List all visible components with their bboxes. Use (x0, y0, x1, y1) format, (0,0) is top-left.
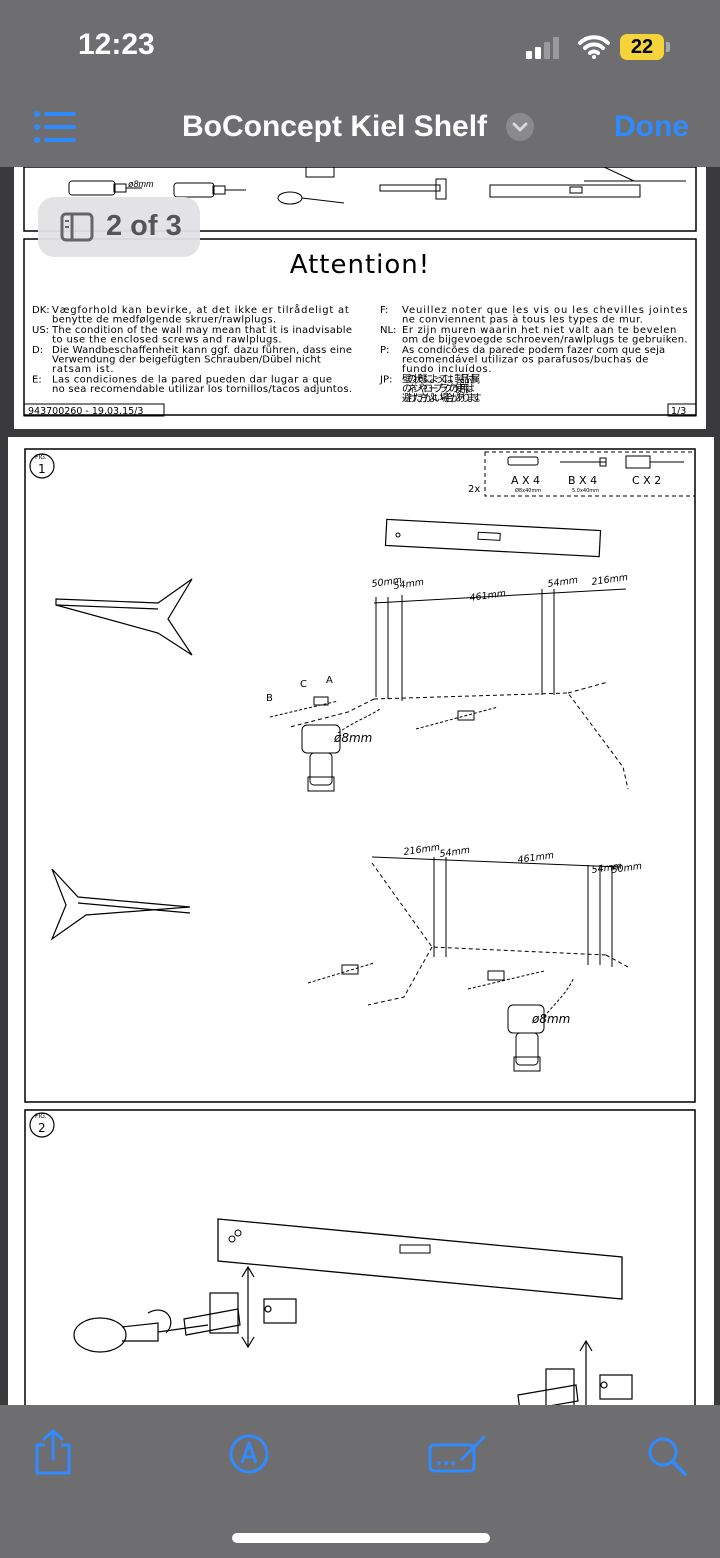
svg-text:B: B (266, 693, 273, 704)
status-time: 12:23 (78, 28, 155, 61)
svg-text:ø8mm: ø8mm (333, 731, 372, 745)
fig2-badge (29, 1112, 55, 1138)
note-line: のネジやロープラグの使用は (402, 382, 475, 395)
note-code: E: (32, 375, 42, 386)
note-line: Vægforhold kan bevirke, at det ikke er t… (52, 303, 349, 316)
note-code: P: (380, 345, 389, 356)
hardware-label: A X 4 (511, 474, 540, 487)
note-line: recomendável utilizar os parafusos/bucha… (402, 354, 648, 366)
document-title[interactable]: BoConcept Kiel Shelf (182, 110, 488, 143)
shelf-icon-bottom (50, 868, 191, 941)
doc-number: 943700260 - 19.03.15/3 (28, 406, 143, 417)
note-line: ratsam ist. (52, 364, 114, 375)
svg-text:2: 2 (38, 1121, 46, 1135)
note-line: Er zijn muren waarin het niet valt aan t… (402, 325, 676, 336)
note-line: Las condiciones de la pared pueden dar l… (52, 375, 332, 386)
hardware-box (484, 451, 696, 497)
svg-text:C: C (300, 679, 307, 690)
note-code: D: (32, 345, 43, 356)
title-menu-button[interactable] (506, 113, 534, 141)
note-line: Veuillez noter que les vis ou les chevil… (402, 305, 688, 316)
note-line: no sea recomendable utilizar los tornill… (52, 384, 352, 395)
dimension-label: 216mm (403, 842, 441, 858)
dimension-label: 54mm (591, 861, 623, 876)
bracket-icon (625, 455, 651, 469)
dimension-label: 50mm (371, 575, 403, 590)
svg-text:FIG.: FIG. (35, 454, 47, 461)
note-code: DK: (32, 305, 50, 316)
document-viewer[interactable]: ø8mm Attention! DK:Vægforhold kan bevirk… (0, 167, 720, 1405)
fig1-badge (29, 453, 55, 479)
note-line: The condition of the wall may mean that … (51, 325, 352, 336)
hardware-label: C X 2 (632, 474, 661, 487)
battery-tip (666, 42, 670, 52)
note-line: Die Wandbeschaffenheit kann ggf. dazu fü… (52, 345, 352, 356)
home-indicator[interactable] (232, 1533, 490, 1543)
note-code: US: (32, 325, 49, 336)
list-icon[interactable] (34, 110, 76, 144)
svg-text:ø8mm: ø8mm (531, 1012, 570, 1026)
done-button[interactable]: Done (614, 110, 689, 143)
note-line: benytte de medfølgende skruer/rawlplugs. (52, 315, 276, 326)
svg-text:2x: 2x (468, 484, 480, 495)
dimension-label: 461mm (469, 588, 507, 604)
drill-tool-icon (68, 180, 246, 198)
page-1-drawing: ø8mm Attention! DK:Vægforhold kan bevirk… (23, 167, 697, 417)
right-notes: F: Veuillez noter que les vis ou les chev… (379, 305, 688, 405)
note-line: fundo incluídos. (402, 363, 492, 375)
note-code: NL: (380, 325, 396, 336)
bottom-toolbar (0, 1405, 720, 1558)
battery-indicator: 22 (620, 34, 664, 60)
left-notes: DK:Vægforhold kan bevirke, at det ikke e… (32, 303, 352, 395)
sidebar-icon (60, 212, 94, 242)
search-icon[interactable] (646, 1435, 688, 1477)
attention-heading: Attention! (290, 250, 430, 280)
dimension-label: 54mm (547, 575, 579, 590)
note-line: 避けた方がよい場合があります。 (402, 392, 486, 405)
note-code: F: (380, 305, 388, 316)
nav-bar (0, 95, 720, 167)
level-tool-icon (489, 167, 686, 198)
page-indicator-label: 2 of 3 (106, 210, 182, 242)
note-line: to use the enclosed screws and rawlplugs… (52, 335, 282, 346)
svg-text:1: 1 (38, 462, 46, 476)
screwdriver-drawing (73, 1309, 209, 1353)
hardware-sublabel: Ø8x40mm (515, 487, 541, 494)
markup-icon[interactable] (228, 1433, 270, 1475)
note-code: JP: (379, 375, 392, 386)
dimension-label: 216mm (591, 572, 629, 588)
note-line: om de bijgevoegde schroeven/rawlplugs te… (402, 335, 688, 346)
rawlplug-icon (507, 456, 539, 466)
status-bar: 12:23 22 (0, 0, 720, 95)
hardware-sublabel: 5.0x40mm (572, 488, 599, 494)
chevron-down-icon (512, 122, 528, 132)
screwdriver-tool-icon (277, 167, 345, 205)
svg-text:A: A (326, 675, 333, 686)
svg-text:ø8mm: ø8mm (128, 179, 154, 189)
share-icon[interactable] (33, 1429, 73, 1475)
svg-text:FIG.: FIG. (35, 1113, 47, 1120)
hardware-label: B X 4 (568, 474, 597, 487)
signature-icon[interactable] (428, 1433, 490, 1473)
page-indicator[interactable] (38, 197, 200, 257)
dimension-label: 50mm (611, 861, 643, 876)
shelf-icon-top (55, 578, 193, 656)
cellular-signal-icon (526, 37, 559, 59)
wifi-icon (578, 35, 610, 59)
note-line: ne conviennent pas à tous les types de m… (402, 314, 643, 326)
dimension-label: 461mm (517, 850, 555, 866)
hammer-tool-icon (379, 178, 447, 200)
page-of: 1/3 (671, 406, 686, 417)
dimension-label: 54mm (439, 845, 471, 860)
note-line: 壁の状態によっては、製品付属 (402, 373, 480, 386)
note-line: Verwendung der beigefügten Schrauben/Düb… (52, 355, 321, 366)
dimension-label: 54mm (393, 577, 425, 592)
note-line: As condicões da parede podem fazer com q… (402, 345, 665, 356)
